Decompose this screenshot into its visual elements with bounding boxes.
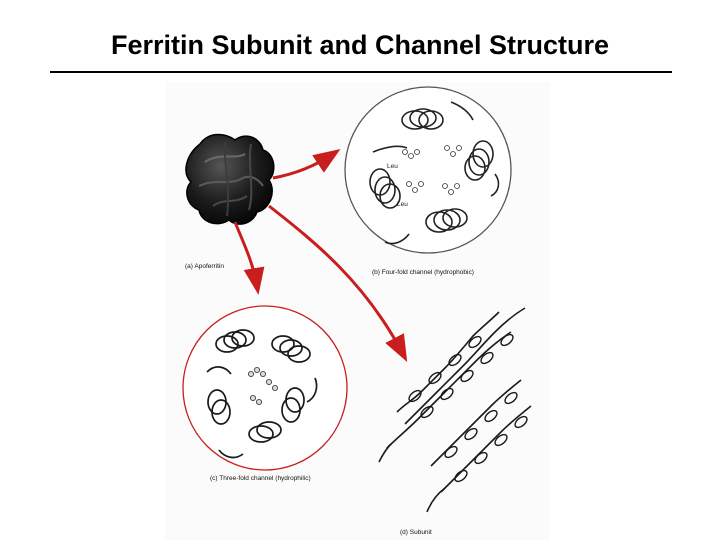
arrow-to-four-fold: [273, 154, 333, 178]
apoferritin-shell: [186, 135, 274, 225]
residue-label-leu-top: Leu: [387, 163, 398, 170]
slide-title: Ferritin Subunit and Channel Structure: [0, 30, 720, 61]
ferritin-figure: (a) Apoferritin: [165, 82, 550, 540]
four-fold-channel-panel: Leu Leu: [345, 87, 511, 253]
caption-three-fold-channel: (c) Three-fold channel (hydrophilic): [210, 475, 311, 482]
three-fold-channel-panel: [183, 306, 347, 470]
caption-subunit: (d) Subunit: [400, 529, 432, 536]
caption-apoferritin: (a) Apoferritin: [185, 263, 224, 270]
ferritin-illustration: (a) Apoferritin: [165, 82, 550, 540]
arrow-to-three-fold: [235, 222, 257, 286]
residue-label-leu-bottom: Leu: [397, 201, 408, 208]
caption-four-fold-channel: (b) Four-fold channel (hydrophobic): [372, 269, 474, 276]
title-underline: [50, 71, 672, 73]
subunit-helix-bundle: [379, 308, 531, 512]
